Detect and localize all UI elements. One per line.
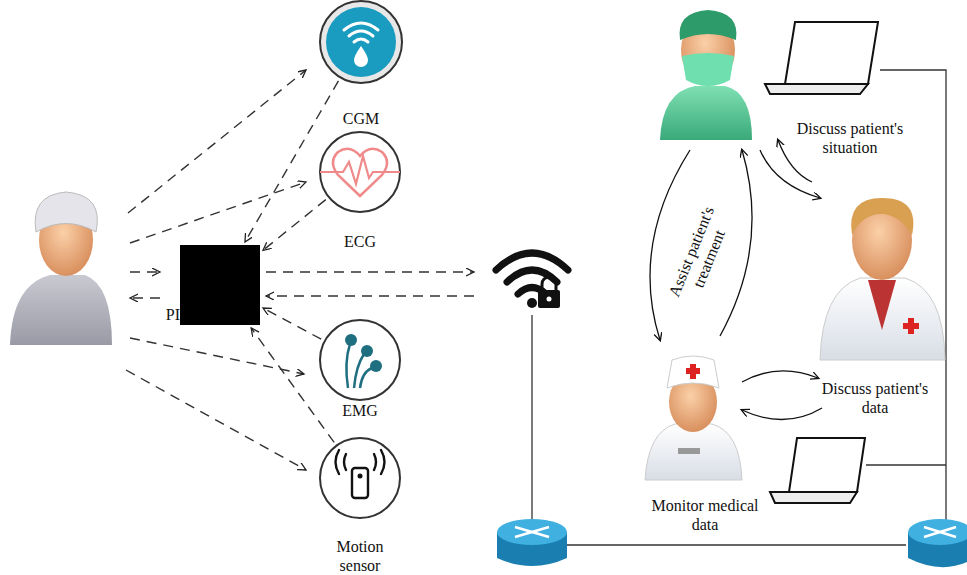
ecg-sensor: ECG <box>295 132 425 251</box>
annotation-label: Discuss patient's situation <box>780 119 920 157</box>
motion-sensor-icon <box>320 438 400 518</box>
laptop-icon <box>765 22 878 94</box>
emg-icon <box>320 320 400 400</box>
dashed-connector <box>263 308 321 339</box>
node-label: EMG <box>295 401 425 420</box>
node-label: CGM <box>296 109 426 128</box>
network-wire <box>532 70 946 545</box>
node-label: ECG <box>295 232 425 251</box>
router-icon <box>497 519 567 566</box>
surgeon-figure <box>660 10 752 140</box>
doctor-figure <box>820 198 945 360</box>
dashed-connector <box>245 81 338 242</box>
dashed-connector <box>251 328 334 442</box>
curved-arrow <box>650 140 822 420</box>
cgm-sensor: CGM <box>296 1 426 128</box>
laptop-icon <box>770 438 865 503</box>
annotation-label: Monitor medical data <box>645 496 765 534</box>
secure-wifi-icon <box>496 253 568 308</box>
node-label: Motion sensor <box>320 537 400 575</box>
ecg-icon <box>320 132 400 212</box>
dashed-connector <box>263 200 326 251</box>
cgm-icon <box>320 1 402 83</box>
annotation-label: Discuss patient's data <box>820 379 930 417</box>
router-icon <box>908 519 967 567</box>
annotation-label: Assist patient's treatment <box>656 183 744 327</box>
patient-figure <box>10 192 112 345</box>
dashed-link <box>126 70 474 470</box>
nurse-figure <box>645 356 742 480</box>
motion-sensor: Motion sensor <box>320 438 400 575</box>
pi-device: PI <box>180 245 260 325</box>
node-label: PI <box>166 305 180 324</box>
emg-sensor: EMG <box>295 320 425 420</box>
